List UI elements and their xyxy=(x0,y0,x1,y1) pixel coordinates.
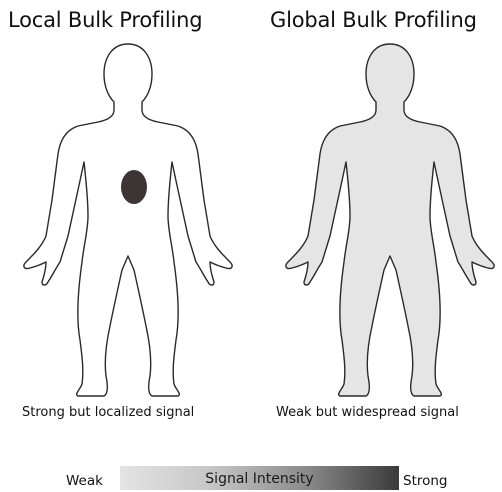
localized-signal-spot xyxy=(121,170,147,204)
legend-weak-label: Weak xyxy=(66,472,103,490)
signal-intensity-gradient-bar: Signal Intensity xyxy=(120,466,399,490)
local-body-silhouette xyxy=(24,44,232,396)
legend-title: Signal Intensity xyxy=(120,466,399,490)
global-signal-caption: Weak but widespread signal xyxy=(276,404,459,422)
local-profiling-title: Local Bulk Profiling xyxy=(8,6,202,34)
local-signal-caption: Strong but localized signal xyxy=(22,404,194,422)
legend-strong-label: Strong xyxy=(403,472,448,490)
global-profiling-title: Global Bulk Profiling xyxy=(270,6,477,34)
global-body-figure xyxy=(270,40,502,400)
global-body-silhouette xyxy=(286,44,494,396)
local-body-figure xyxy=(8,40,248,400)
